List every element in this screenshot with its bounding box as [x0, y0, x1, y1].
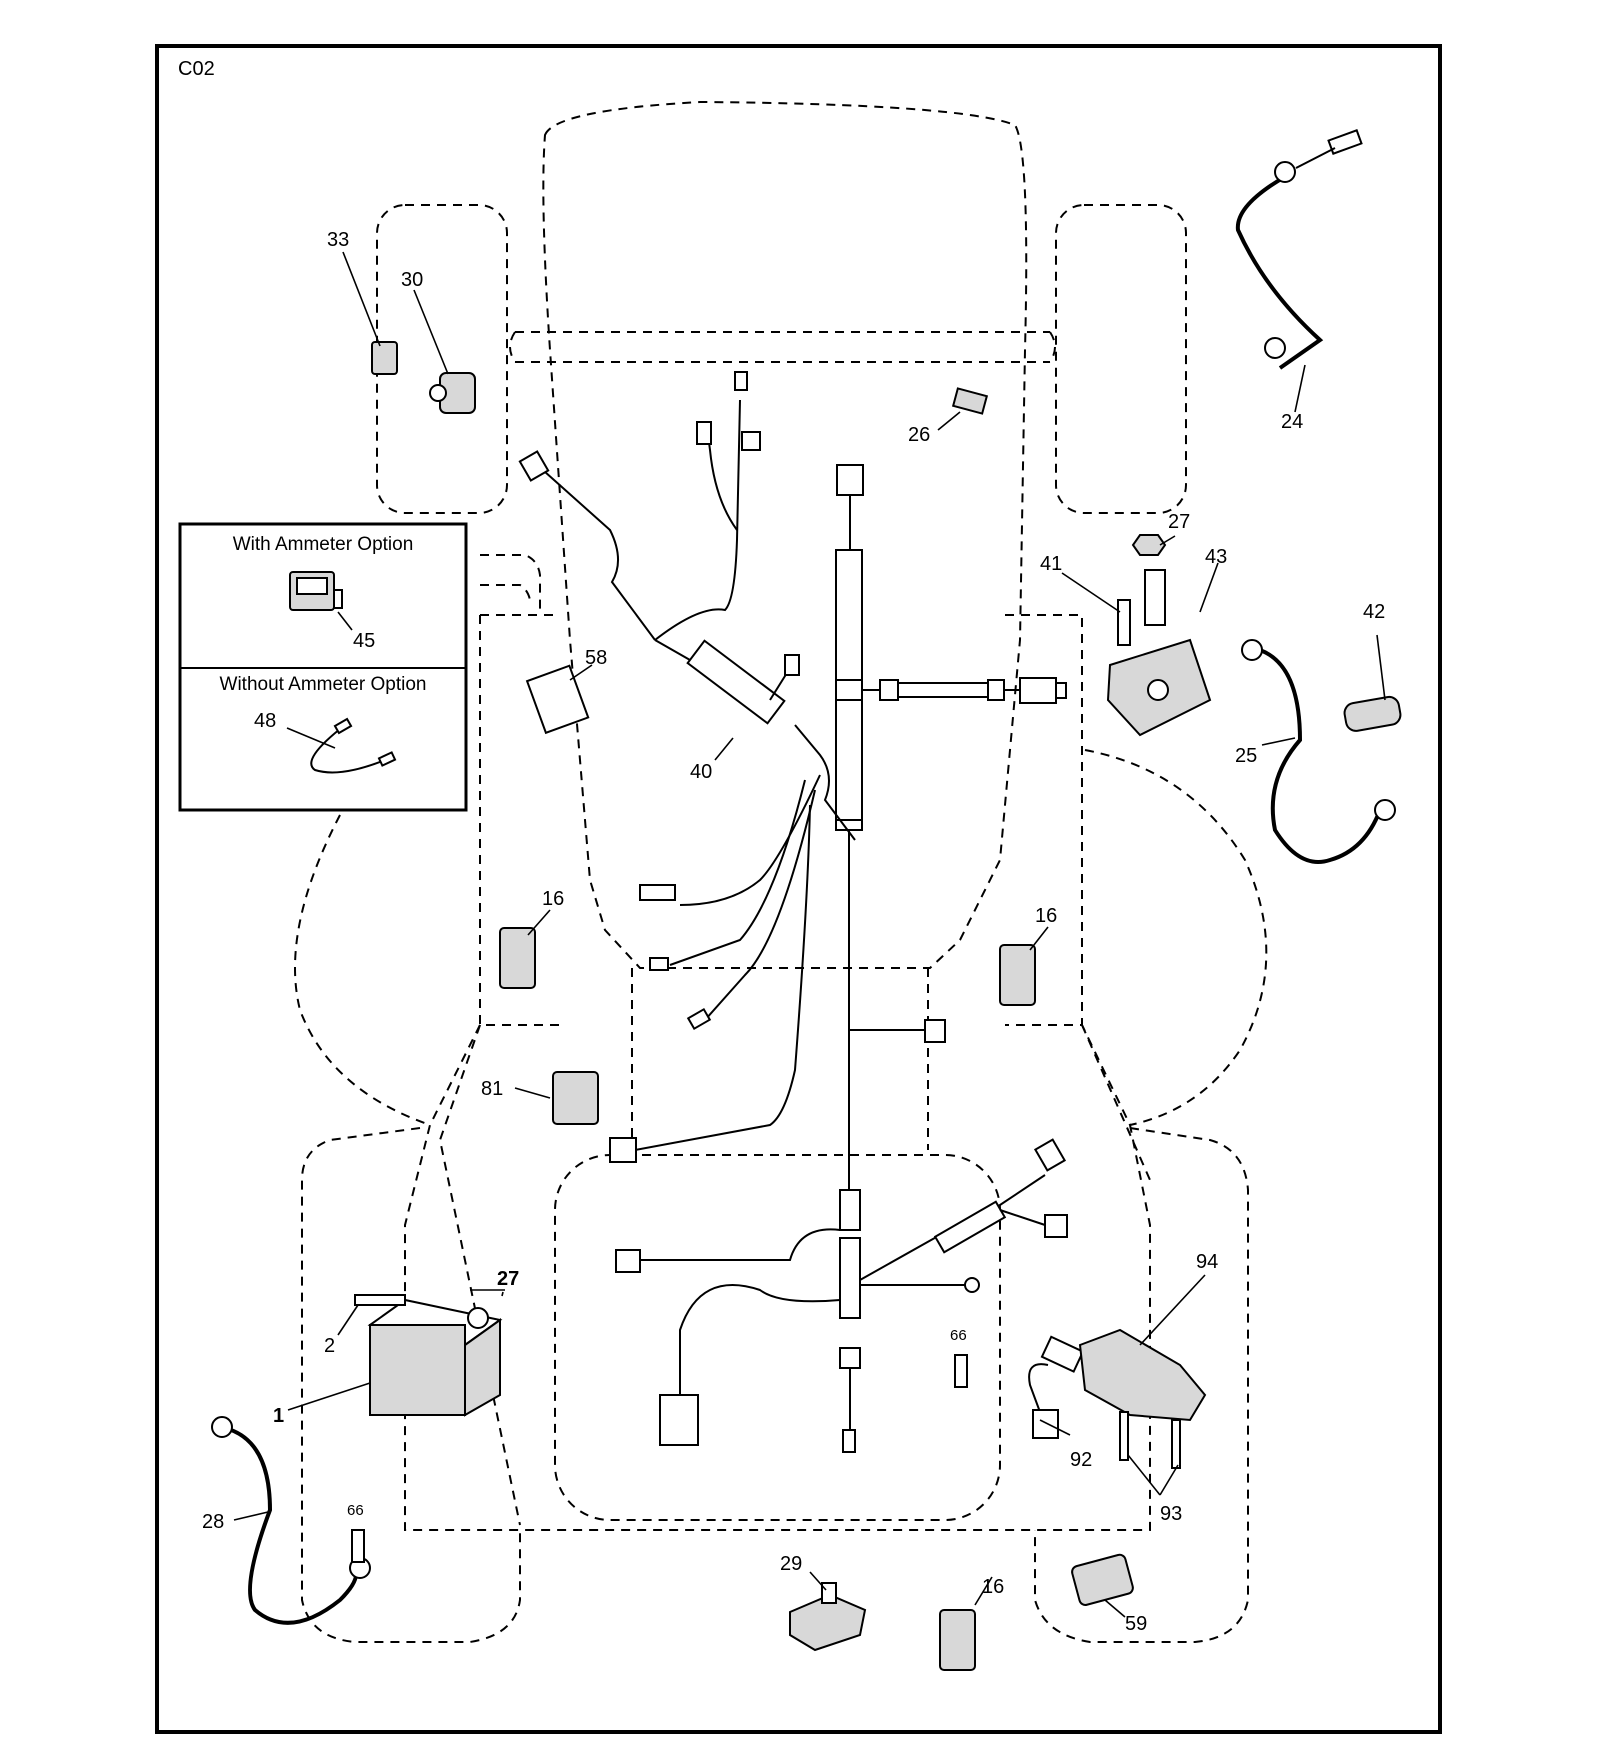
ammeter-icon: [289, 571, 343, 611]
callout-16b: 16: [1035, 905, 1057, 927]
callout-24: 24: [1281, 411, 1303, 433]
callout-25: 25: [1235, 745, 1257, 767]
positive-cable-icon: [1235, 173, 1324, 370]
callout-2: 2: [324, 1335, 335, 1357]
callout-27a: 27: [1168, 511, 1190, 533]
without-ammeter-title: Without Ammeter Option: [220, 674, 427, 695]
callout-59: 59: [1125, 1613, 1147, 1635]
callout-28: 28: [202, 1511, 224, 1533]
ammeter-option-box: With Ammeter Option Without Ammeter Opti…: [178, 522, 468, 812]
tractor-outline: [294, 100, 1268, 1643]
callout-27b: 27: [497, 1268, 519, 1290]
negative-cable-icon: [1259, 648, 1382, 864]
callout-16a: 16: [542, 888, 564, 910]
fuse-icon: [951, 387, 989, 415]
starter-solenoid-icon: [1106, 534, 1212, 737]
callout-labels: 33 30 26 24 27 43 41 42 25 58 40 16 16 8…: [202, 229, 1385, 1635]
seat-switch-icon-c: [939, 1609, 976, 1671]
callout-48: 48: [254, 710, 276, 732]
page-code: C02: [178, 58, 215, 80]
ignition-switch-icon: [429, 372, 476, 414]
callout-33: 33: [327, 229, 349, 251]
callout-45: 45: [353, 630, 375, 652]
callout-94: 94: [1196, 1251, 1218, 1273]
bolt-icon: [1117, 599, 1131, 646]
terminal-boot-icon: [1343, 695, 1402, 732]
callout-40: 40: [690, 761, 712, 783]
screw-icon-b: [351, 1529, 365, 1563]
pto-switch-icon: [789, 1582, 867, 1652]
wiring-harness: [518, 371, 1068, 1453]
battery-icon: [367, 1298, 503, 1417]
callout-1: 1: [273, 1405, 284, 1427]
callout-26: 26: [908, 424, 930, 446]
seat-switch-icon-b: [999, 944, 1036, 1006]
diagram-frame: [155, 44, 1442, 1734]
screw-icon-d: [1171, 1419, 1181, 1469]
callout-92: 92: [1070, 1449, 1092, 1471]
module-connector-icon: [1028, 1335, 1085, 1439]
callout-58: 58: [585, 647, 607, 669]
relay-icon: [552, 1071, 599, 1125]
ignition-key-icon: [371, 341, 398, 375]
with-ammeter-title: With Ammeter Option: [233, 534, 414, 555]
callout-16c: 16: [982, 1576, 1004, 1598]
module-icon: [1071, 1553, 1134, 1606]
callout-66a: 66: [950, 1327, 967, 1344]
callout-93: 93: [1160, 1503, 1182, 1525]
callout-41: 41: [1040, 553, 1062, 575]
callout-66b: 66: [347, 1502, 364, 1519]
screw-icon-c: [1119, 1411, 1129, 1461]
callout-81: 81: [481, 1078, 503, 1100]
callout-42: 42: [1363, 601, 1385, 623]
callout-30: 30: [401, 269, 423, 291]
battery-bolt-icon: [354, 1294, 406, 1306]
callout-43: 43: [1205, 546, 1227, 568]
seat-switch-icon-a: [499, 927, 536, 989]
ground-cable-icon: [224, 1426, 358, 1625]
screw-icon-a: [954, 1354, 968, 1388]
leader-lines: [233, 251, 1386, 1618]
callout-29: 29: [780, 1553, 802, 1575]
mounting-bracket-icon: [1078, 1328, 1207, 1422]
